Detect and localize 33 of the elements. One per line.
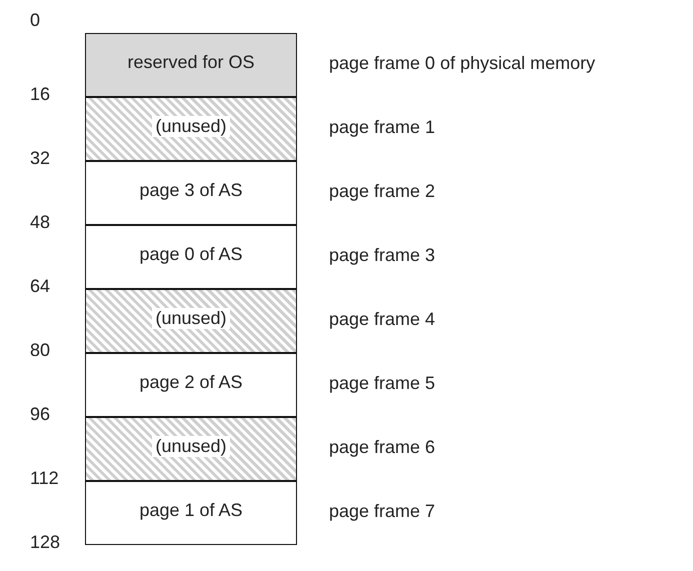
frame-number-label: page frame 0 of physical memory	[329, 53, 596, 74]
address-label: 64	[30, 276, 50, 297]
memory-frame	[85, 289, 297, 353]
frame-number-label: page frame 6	[329, 437, 436, 458]
frame-label: page 0 of AS	[138, 244, 244, 264]
address-label: 0	[30, 10, 40, 31]
frame-number-label: page frame 7	[329, 501, 436, 522]
address-label: 48	[30, 212, 50, 233]
frame-label: page 1 of AS	[138, 500, 244, 520]
frame-number-label: page frame 1	[329, 117, 436, 138]
memory-frame	[85, 161, 297, 225]
address-label: 96	[30, 404, 50, 425]
memory-frame	[85, 481, 297, 545]
frame-number-label: page frame 5	[329, 373, 436, 394]
memory-frame	[85, 225, 297, 289]
memory-frame	[85, 97, 297, 161]
address-label: 16	[30, 84, 50, 105]
memory-frame	[85, 417, 297, 481]
frame-label: (unused)	[152, 116, 230, 136]
address-label: 80	[30, 340, 50, 361]
address-label: 32	[30, 148, 50, 169]
frame-label: page 3 of AS	[138, 180, 244, 200]
frame-label: (unused)	[152, 308, 230, 328]
frame-number-label: page frame 4	[329, 309, 436, 330]
address-label: 112	[30, 468, 59, 489]
frame-label: reserved for OS	[126, 52, 256, 72]
frame-label: page 2 of AS	[138, 372, 244, 392]
address-label: 128	[30, 532, 60, 553]
frame-number-label: page frame 3	[329, 245, 436, 266]
memory-frame	[85, 353, 297, 417]
memory-frame	[85, 33, 297, 97]
frame-label: (unused)	[152, 436, 230, 456]
frame-number-label: page frame 2	[329, 181, 436, 202]
